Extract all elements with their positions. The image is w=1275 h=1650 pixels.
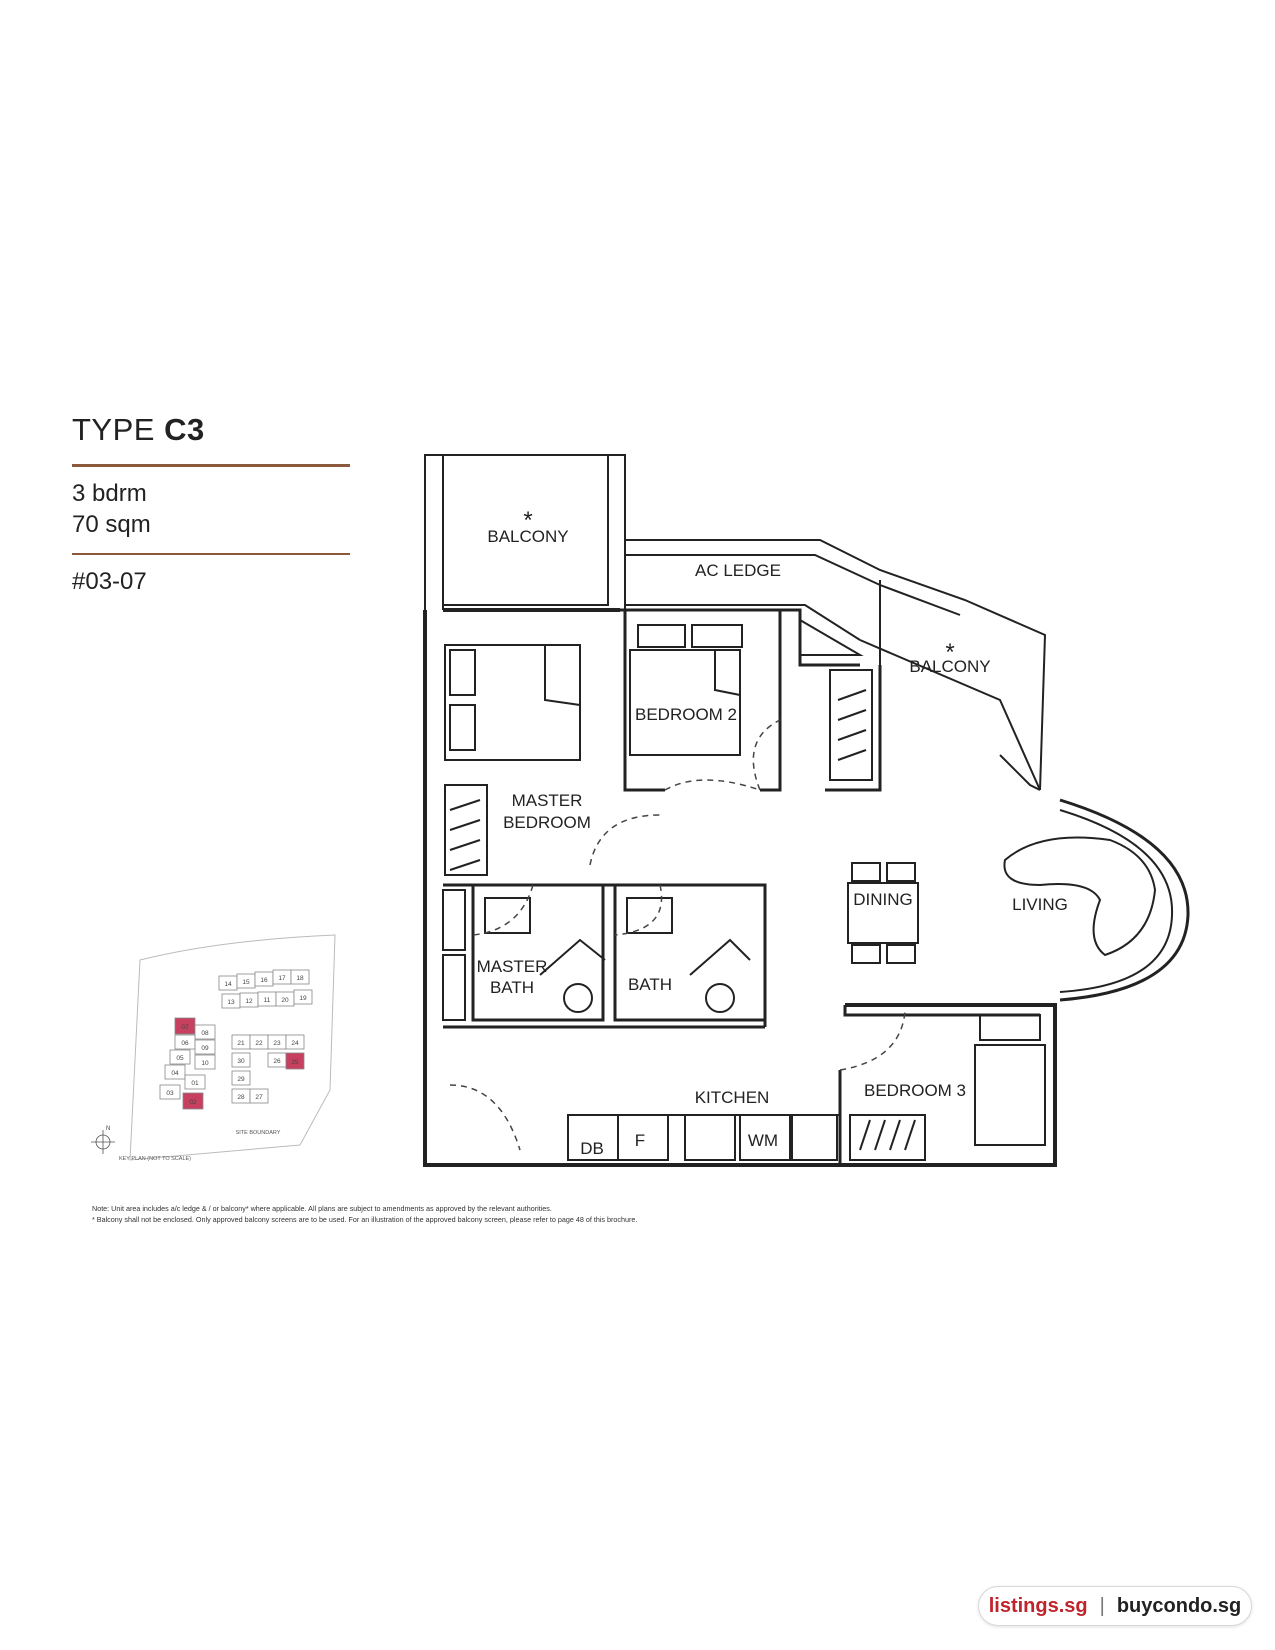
key-plan-unit-05: 05 <box>176 1055 184 1062</box>
note-line-2: * Balcony shall not be enclosed. Only ap… <box>92 1215 638 1224</box>
key-plan-unit-17: 17 <box>278 975 286 982</box>
key-plan-unit-12: 12 <box>245 998 253 1005</box>
bedroom-count: 3 bdrm <box>72 480 147 507</box>
key-plan-unit-01: 01 <box>191 1080 199 1087</box>
site-boundary-label: SITE BOUNDARY <box>236 1130 281 1136</box>
balcony-top-label: BALCONY <box>487 527 568 546</box>
key-plan-unit-27: 27 <box>255 1094 263 1101</box>
type-prefix: TYPE <box>72 412 165 447</box>
kitchen-label: KITCHEN <box>695 1088 770 1107</box>
bath-label: BATH <box>628 975 672 994</box>
note-line-1: Note: Unit area includes a/c ledge & / o… <box>92 1204 552 1213</box>
type-code: C3 <box>164 412 205 447</box>
key-plan-unit-22: 22 <box>255 1040 263 1047</box>
master-bedroom-label-2: BEDROOM <box>503 813 591 832</box>
key-plan-unit-11: 11 <box>264 997 271 1004</box>
unit-area: 70 sqm <box>72 511 151 538</box>
key-plan-unit-19: 19 <box>299 995 307 1002</box>
master-bedroom-label-1: MASTER <box>512 791 583 810</box>
key-plan-unit-29: 29 <box>237 1076 245 1083</box>
master-bath-label-1: MASTER <box>477 957 548 976</box>
key-plan-unit-07: 07 <box>181 1024 189 1031</box>
key-plan-unit-06: 06 <box>181 1040 189 1047</box>
key-plan-unit-24: 24 <box>291 1040 299 1047</box>
key-plan-unit-21: 21 <box>237 1040 245 1047</box>
bedroom3-label: BEDROOM 3 <box>864 1081 966 1100</box>
key-plan-unit-16: 16 <box>260 977 268 984</box>
key-plan-unit-30: 30 <box>237 1058 245 1065</box>
key-plan-unit-14: 14 <box>224 981 232 988</box>
db-label: DB <box>580 1139 604 1158</box>
wm-label: WM <box>748 1131 778 1150</box>
key-plan-unit-08: 08 <box>201 1030 209 1037</box>
key-plan-unit-18: 18 <box>296 975 304 982</box>
fridge-label: F <box>635 1131 645 1150</box>
key-plan-unit-10: 10 <box>201 1060 209 1067</box>
unit-type-title: TYPE C3 <box>72 412 205 448</box>
balcony-top-star: * <box>523 507 532 534</box>
branding-badge[interactable]: listings.sg | buycondo.sg <box>978 1586 1252 1626</box>
key-plan-caption: KEY PLAN (NOT TO SCALE) <box>119 1156 191 1162</box>
key-plan-unit-04: 04 <box>171 1070 179 1077</box>
north-label: N <box>106 1126 110 1132</box>
balcony-right-star: * <box>945 639 954 666</box>
bedroom2-label: BEDROOM 2 <box>635 705 737 724</box>
unit-number: #03-07 <box>72 568 147 595</box>
balcony-right-label: BALCONY <box>909 657 990 676</box>
plan-notes: Note: Unit area includes a/c ledge & / o… <box>92 1203 637 1225</box>
key-plan-unit-28: 28 <box>237 1094 245 1101</box>
brand-separator: | <box>1099 1594 1105 1617</box>
key-plan-unit-25: 25 <box>291 1059 299 1066</box>
title-divider <box>72 464 350 467</box>
brand-listings[interactable]: listings.sg <box>988 1594 1088 1617</box>
ac-ledge-label: AC LEDGE <box>695 561 781 580</box>
living-label: LIVING <box>1012 895 1068 914</box>
key-plan-unit-02: 02 <box>189 1099 197 1106</box>
brand-buycondo[interactable]: buycondo.sg <box>1116 1594 1242 1617</box>
key-plan: 14 15 16 17 18 13 12 11 20 19 07 08 06 09 05 10 04 01 03 02… <box>91 934 336 1162</box>
dining-label: DINING <box>853 890 913 909</box>
key-plan-unit-13: 13 <box>227 999 235 1006</box>
key-plan-unit-23: 23 <box>273 1040 281 1047</box>
key-plan-unit-03: 03 <box>166 1090 174 1097</box>
spec-divider <box>72 553 350 555</box>
key-plan-unit-20: 20 <box>281 997 289 1004</box>
key-plan-unit-09: 09 <box>201 1045 209 1052</box>
master-bath-label-2: BATH <box>490 978 534 997</box>
key-plan-unit-26: 26 <box>273 1058 281 1065</box>
key-plan-unit-15: 15 <box>242 979 250 986</box>
